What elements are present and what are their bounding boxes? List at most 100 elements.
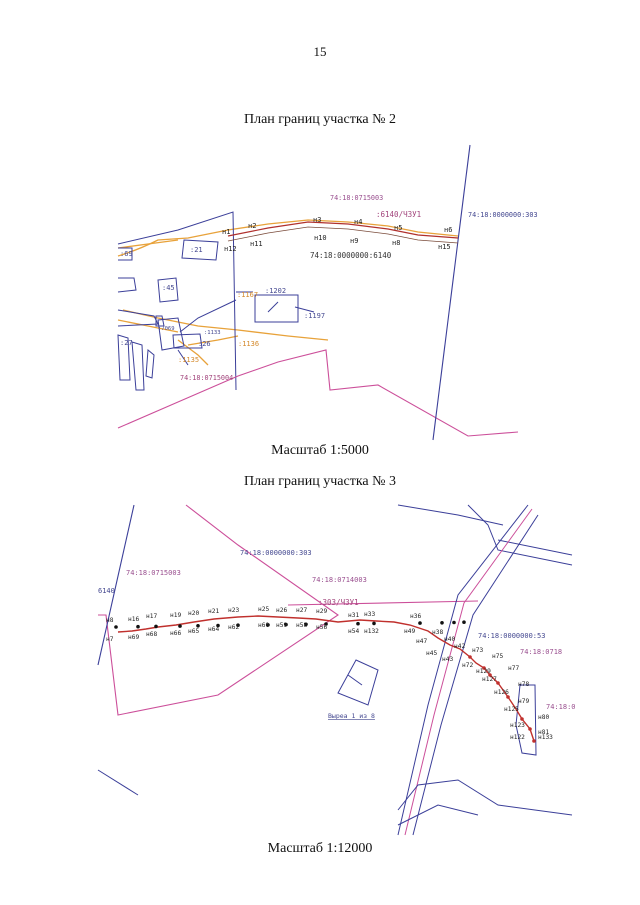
label-q0714003: 74:18:0714003 bbox=[312, 576, 367, 584]
label-p53: 74:18:0000000:53 bbox=[478, 632, 545, 640]
plan3-bottom-point-label: н64 bbox=[208, 626, 219, 633]
label-p7069: :7069 bbox=[158, 326, 175, 332]
plan3-top-marker-11 bbox=[356, 621, 360, 626]
label-p1167: :1167 bbox=[237, 291, 258, 299]
plan2-parcel-labels: :21 :69 :45 :27 :1202 :1197 :1133 :7069 … bbox=[120, 246, 325, 348]
label-q0715003: 74:18:0715003 bbox=[126, 569, 181, 577]
plan3-east-point-label: н79 bbox=[518, 698, 529, 705]
plan3-top-marker-3 bbox=[178, 624, 182, 628]
plan2-parcels bbox=[117, 211, 315, 391]
label-q0718: 74:18:0718 bbox=[520, 648, 562, 656]
plan3-top-marker-13 bbox=[418, 621, 422, 625]
plan3-blue-line bbox=[97, 504, 135, 666]
plan3-bottom-point-label: н132 bbox=[364, 628, 379, 635]
plan3-quarter-boundary bbox=[98, 504, 479, 716]
plan3-top-marker-1 bbox=[136, 624, 140, 629]
plan2-bottom-point-label: н12 bbox=[224, 245, 237, 253]
plan3-bottom-point-label: н43 bbox=[442, 656, 453, 663]
plan3-top-marker-10 bbox=[324, 622, 328, 626]
plan3-east-point-label: н129 bbox=[476, 668, 491, 675]
plan2-top-point-label: н2 bbox=[248, 222, 256, 230]
plan3-top-marker-16 bbox=[462, 620, 466, 624]
plan3-top-marker-7 bbox=[266, 623, 270, 627]
plan3-bottom-point-label: н47 bbox=[416, 638, 427, 645]
plan3-east-marker-6 bbox=[496, 681, 500, 685]
label-p69: :69 bbox=[120, 250, 133, 258]
plan3-top-marker-5 bbox=[216, 623, 220, 628]
plan3-east-point-label: н72 bbox=[462, 662, 473, 669]
plan3-top-point-label: н31 bbox=[348, 612, 359, 619]
plan3-bottom-point-label: н56 bbox=[316, 624, 327, 631]
label-quarter-top: 74:18:0715003 bbox=[330, 194, 383, 202]
plan2-quarter-labels: 74:18:0715003 74:18:0000000:303 74:18:07… bbox=[180, 194, 538, 382]
plan2-bottom-point-label: н11 bbox=[250, 240, 263, 248]
plan3-top-marker-14 bbox=[440, 621, 444, 625]
plan2-bottom-point-label: н8 bbox=[392, 239, 400, 247]
label-extract: Выреа 1 из 8 bbox=[328, 712, 375, 720]
label-p1197: :1197 bbox=[304, 312, 325, 320]
plan3-top-point-label: н26 bbox=[276, 607, 287, 614]
label-quarter-bottom: 74:18:0715004 bbox=[180, 374, 233, 382]
plan3-top-point-label: н8 bbox=[106, 617, 114, 624]
label-p303: 74:18:0000000:303 bbox=[240, 549, 312, 557]
plan2-map: 74:18:0715003 74:18:0000000:303 74:18:07… bbox=[117, 144, 538, 441]
plan3-east-marker-10 bbox=[520, 717, 524, 721]
plan3-quarter-labels: 6140 74:18:0715003 74:18:0000000:303 74:… bbox=[98, 549, 576, 711]
plan2-scale: Масштаб 1:5000 bbox=[271, 443, 369, 458]
plan3-bottom-point-label: н49 bbox=[404, 628, 415, 635]
plan3-bottom-point-label: н62 bbox=[228, 624, 239, 631]
plan3-top-point-label: н21 bbox=[208, 608, 219, 615]
plan3-east-point-label: н80 bbox=[538, 714, 549, 721]
plan3-bottom-point-label: н59 bbox=[276, 622, 287, 629]
label-p21: :21 bbox=[190, 246, 203, 254]
label-p26: :26 bbox=[198, 340, 211, 348]
label-p1202: :1202 bbox=[265, 287, 286, 295]
plan3-bottom-point-label: н58 bbox=[296, 622, 307, 629]
label-parcel-main: 74:18:0000000:6140 bbox=[310, 251, 392, 260]
plan3-bottom-point-label: н68 bbox=[146, 631, 157, 638]
plan3-east-point-label: н78 bbox=[518, 681, 529, 688]
plan3-east-point-label: н126 bbox=[494, 689, 509, 696]
label-zu3: :303/ЧЗУ1 bbox=[318, 598, 359, 607]
plan3-east-point-label: н133 bbox=[538, 734, 553, 741]
plan3-east-point-label: н123 bbox=[510, 722, 525, 729]
plan3-top-point-label: н40 bbox=[444, 636, 455, 643]
plan3-east-marker-8 bbox=[506, 695, 510, 699]
plan3-top-point-label: н36 bbox=[410, 613, 421, 620]
plan3-east-marker-2 bbox=[482, 666, 486, 670]
plan2-top-point-label: н6 bbox=[444, 226, 452, 234]
plan3-scale: Масштаб 1:12000 bbox=[267, 841, 373, 856]
plan3-top-marker-6 bbox=[236, 623, 240, 627]
plan2-roads bbox=[117, 219, 459, 366]
plan2-top-point-label: н5 bbox=[394, 224, 402, 232]
plan3-east-marker-4 bbox=[488, 673, 492, 677]
label-zu: :6140/ЧЗУ1 bbox=[376, 210, 421, 219]
plan3-bottom-point-label: н66 bbox=[170, 630, 181, 637]
plan3-bottom-point-label: н60 bbox=[258, 622, 269, 629]
plan2-bottom-point-label: н9 bbox=[350, 237, 358, 245]
plan2-top-point-label: н3 bbox=[313, 216, 321, 224]
label-quarter-right: 74:18:0000000:303 bbox=[468, 211, 538, 219]
plan3-top-point-label: н38 bbox=[432, 629, 443, 636]
plan2-bottom-point-label: н10 bbox=[314, 234, 327, 242]
label-p6140: 6140 bbox=[98, 587, 115, 595]
plan3-top-point-label: н20 bbox=[188, 610, 199, 617]
plan3-top-point-label: н19 bbox=[170, 612, 181, 619]
plan3-top-marker-9 bbox=[304, 622, 308, 627]
plan3-bottom-point-label: н45 bbox=[426, 650, 437, 657]
plan3-top-point-label: н29 bbox=[316, 608, 327, 615]
plan3-top-point-label: н23 bbox=[228, 607, 239, 614]
plan3-east-point-label: н75 bbox=[492, 653, 503, 660]
plan3-road bbox=[397, 504, 573, 836]
plan3-top-point-label: н42 bbox=[454, 643, 465, 650]
plan3-top-point-label: н16 bbox=[128, 616, 139, 623]
plan2-top-point-label: н1 bbox=[222, 228, 230, 236]
plan3-top-point-label: н33 bbox=[364, 611, 375, 618]
plan3-east-marker-0 bbox=[468, 655, 472, 659]
label-p27: :27 bbox=[120, 339, 133, 347]
plan3-east-marker-12 bbox=[528, 727, 532, 731]
label-p45: :45 bbox=[162, 284, 175, 292]
plan3-road-pink bbox=[404, 508, 533, 836]
label-q-right: 74:18:0 bbox=[546, 703, 576, 711]
plan2-parcel-line bbox=[227, 221, 459, 244]
